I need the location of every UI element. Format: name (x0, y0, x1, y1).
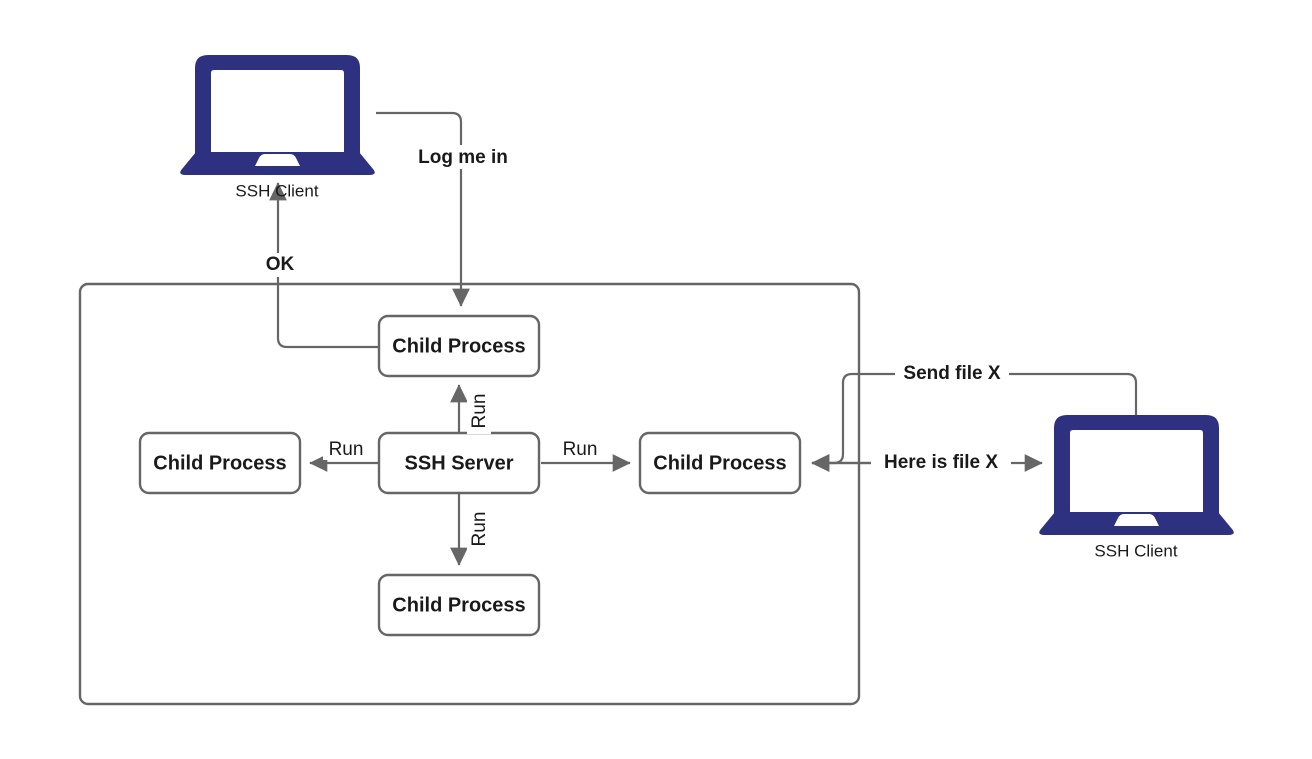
child-left-label: Child Process (153, 452, 286, 474)
edge-label-here-is-file-x-group: Here is file X (871, 451, 1011, 475)
edge-label-run-right-group: Run (557, 436, 603, 460)
node-child-right[interactable]: Child Process (638, 431, 802, 495)
edge-log-me-in (376, 111, 470, 307)
child-top-box (377, 314, 541, 378)
edge-label-run-left: Run (329, 439, 364, 460)
edge-label-run-down: Run (469, 512, 490, 547)
edge-send-file-x (811, 372, 1138, 472)
child-top-label: Child Process (392, 335, 525, 357)
child-left-box (138, 431, 302, 495)
edge-label-log-me-in-group: Log me in (409, 145, 515, 169)
edge-label-run-up-group: Run (467, 388, 491, 434)
edge-label-run-left-group: Run (323, 436, 369, 460)
edge-label-ok-group: OK (258, 253, 300, 277)
node-child-left[interactable]: Child Process (138, 431, 302, 495)
child-right-label: Child Process (653, 452, 786, 474)
child-bottom-label: Child Process (392, 594, 525, 616)
laptop-icon (180, 55, 375, 175)
device-ssh-client-right[interactable]: SSH Client (1039, 415, 1234, 560)
server-host-boundary (78, 282, 861, 706)
child-bottom-box (377, 573, 541, 637)
device-ssh-client-top[interactable]: SSH Client (180, 55, 375, 200)
ssh-client-right-label: SSH Client (1094, 541, 1177, 560)
child-right-box (638, 431, 802, 495)
node-child-top[interactable]: Child Process (377, 314, 541, 378)
node-ssh-server[interactable]: SSH Server (377, 431, 541, 495)
edge-label-send-file-x-group: Send file X (895, 362, 1009, 386)
laptop-icon (1039, 415, 1234, 535)
edge-label-ok: OK (266, 254, 295, 275)
ssh-client-top-label: SSH Client (235, 181, 318, 200)
edge-label-run-down-group: Run (467, 506, 491, 552)
edge-label-log-me-in: Log me in (418, 147, 508, 168)
edge-label-send-file-x: Send file X (903, 363, 1000, 384)
edge-label-run-up: Run (469, 394, 490, 429)
edge-ok (269, 182, 379, 349)
ssh-server-label: SSH Server (405, 452, 514, 474)
edge-label-here-is-file-x: Here is file X (884, 452, 998, 473)
node-child-bottom[interactable]: Child Process (377, 573, 541, 637)
edge-label-run-right: Run (563, 439, 598, 460)
ssh-server-box (377, 431, 541, 495)
